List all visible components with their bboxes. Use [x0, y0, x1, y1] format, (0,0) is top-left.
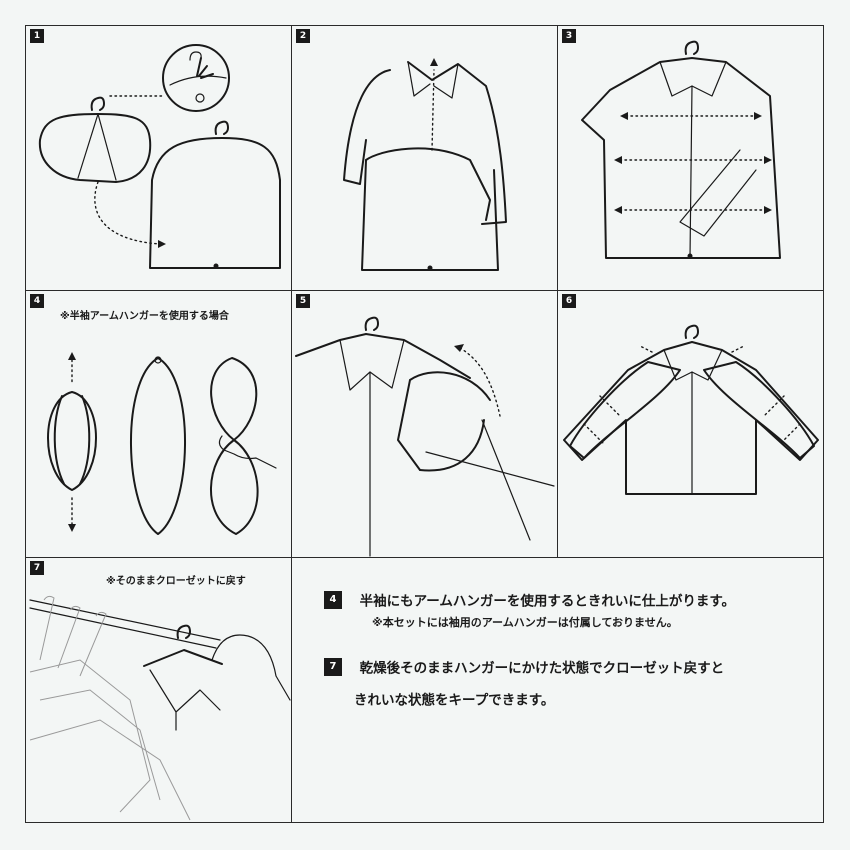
step-badge-3: 3: [562, 29, 576, 43]
shirt-stretch-illustration: [581, 40, 781, 259]
step-badge-7: 7: [30, 561, 44, 575]
panel-2: 2: [292, 26, 557, 290]
closet-note: ※そのままクローゼットに戻す: [106, 576, 246, 587]
shirt-fold-illustration: [343, 58, 507, 271]
panel-1: 1: [26, 26, 291, 290]
instruction-4: 4 半袖にもアームハンガーを使用するときれいに仕上がります。: [324, 589, 735, 610]
instruction-badge-4: 4: [324, 590, 342, 609]
short-sleeve-note: ※半袖アームハンガーを使用する場合: [60, 311, 229, 322]
step-badge-6: 6: [562, 294, 576, 308]
panel-3: 3: [558, 26, 824, 290]
arm-hanger-shapes-illustration: [47, 352, 277, 535]
instruction-7-line2: きれいな状態をキープできます。: [354, 692, 555, 709]
divider-v2: [557, 25, 558, 557]
divider-h2: [25, 557, 824, 558]
instruction-badge-7: 7: [324, 657, 342, 676]
panel-4: 4 ※半袖アームハンガーを使用する場合: [26, 291, 291, 557]
hanger-fold-illustration: [38, 44, 281, 269]
divider-h1: [25, 290, 824, 291]
panel-5: 5: [292, 291, 557, 557]
closet-illustration: [29, 595, 291, 821]
instruction-7: 7 乾燥後そのままハンガーにかけた状態でクローゼット戻すと: [324, 656, 724, 677]
step-badge-5: 5: [296, 294, 310, 308]
instruction-4-subnote: ※本セットには袖用のアームハンガーは付属しておりません。: [372, 616, 678, 629]
panel-6: 6: [558, 291, 824, 557]
instruction-7-text: 乾燥後そのままハンガーにかけた状態でクローゼット戻すと: [359, 660, 725, 677]
jacket-arm-hanger-illustration: [563, 324, 819, 495]
panel-7: 7 ※そのままクローゼットに戻す: [26, 558, 291, 823]
divider-v1: [291, 25, 292, 557]
step-badge-1: 1: [30, 29, 44, 43]
divider-v3: [291, 557, 292, 823]
sleeve-hanger-illustration: [295, 316, 555, 557]
diagram-frame: [25, 25, 824, 823]
step-badge-2: 2: [296, 29, 310, 43]
step-badge-4: 4: [30, 294, 44, 308]
instruction-4-text: 半袖にもアームハンガーを使用するときれいに仕上がります。: [359, 593, 736, 610]
